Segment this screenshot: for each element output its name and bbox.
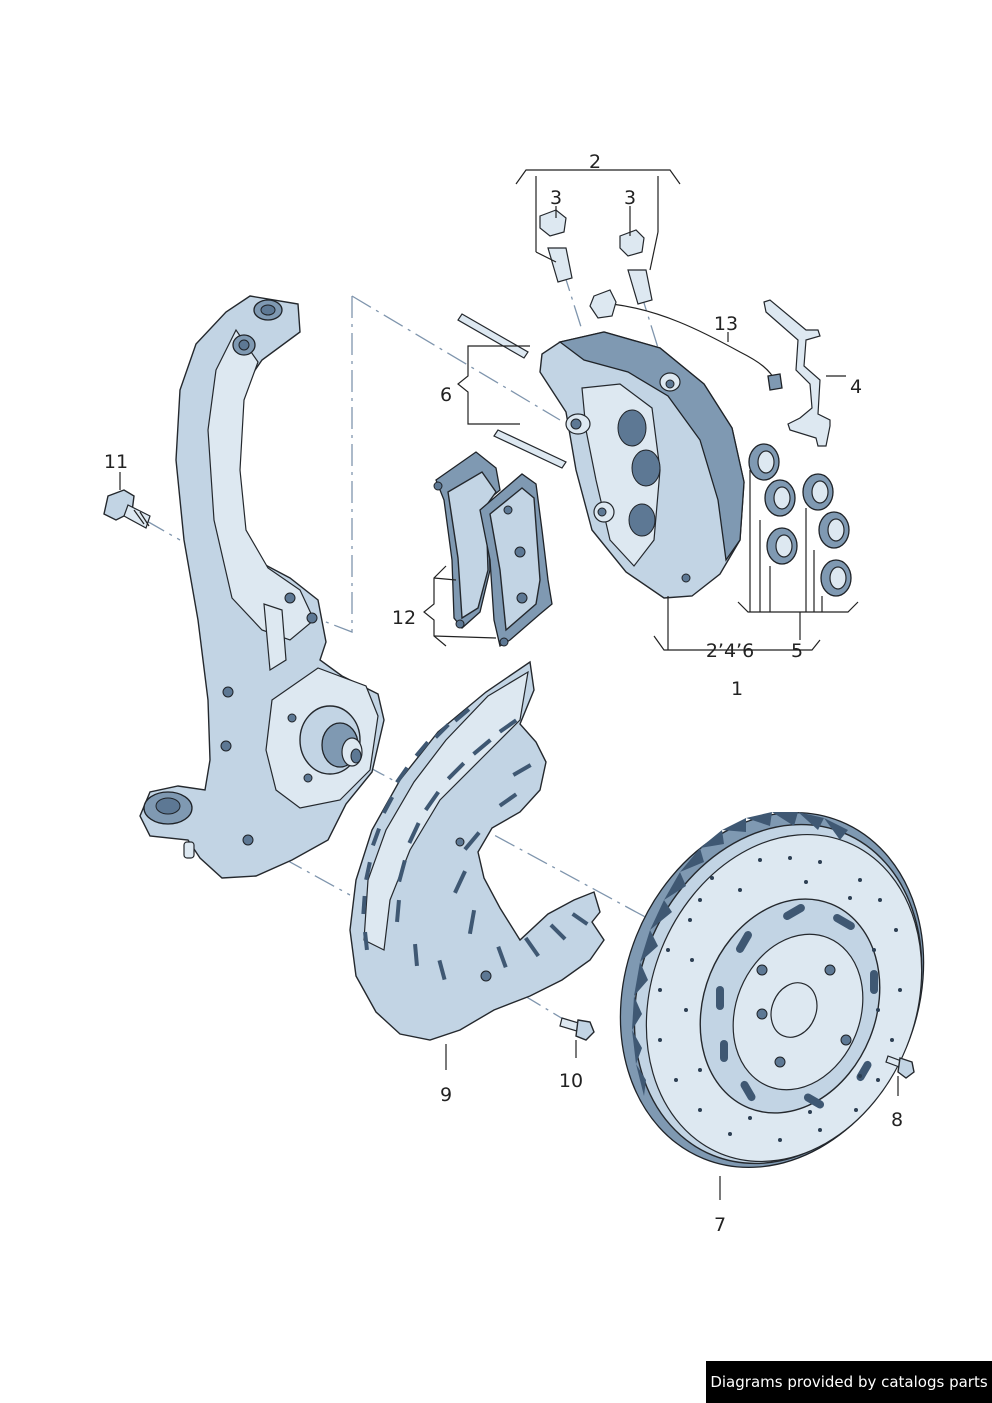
bleed-screws <box>539 209 653 305</box>
callout-6: 6 <box>440 384 452 406</box>
callout-7: 7 <box>714 1214 726 1236</box>
piston-seals <box>748 443 852 597</box>
steering-knuckle <box>139 295 385 879</box>
callout-1: 1 <box>731 678 743 700</box>
callout-11: 11 <box>104 451 128 473</box>
bolt-10 <box>559 1017 595 1041</box>
callout-5: 5 <box>791 640 803 662</box>
splash-shield <box>349 660 605 1041</box>
callout-8: 8 <box>891 1109 903 1131</box>
callout-13: 13 <box>714 313 738 335</box>
callout-9: 9 <box>440 1084 452 1106</box>
bolt-8 <box>885 1055 915 1079</box>
callout-2: 2 <box>589 151 601 173</box>
callout-2-4-6: 2’4’6 <box>706 640 754 662</box>
brake-pads <box>433 451 553 648</box>
callout-3-left: 3 <box>550 187 562 209</box>
callout-10: 10 <box>559 1070 583 1092</box>
callout-12: 12 <box>392 607 416 629</box>
watermark-banner: Diagrams provided by catalogs parts <box>706 1361 992 1403</box>
guide-pins <box>457 313 567 469</box>
brake-disc <box>619 811 925 1169</box>
wear-sensor <box>589 289 783 391</box>
brake-caliper <box>539 331 745 599</box>
spring-clip <box>763 299 831 447</box>
bolt-11 <box>103 489 151 529</box>
callout-labels: 2 3 3 13 4 6 11 12 2’4’6 5 1 10 9 8 7 <box>104 151 903 1236</box>
callout-3-right: 3 <box>624 187 636 209</box>
callout-4: 4 <box>850 376 862 398</box>
leader-lines <box>119 169 899 1200</box>
watermark-text: Diagrams provided by catalogs parts <box>710 1373 988 1391</box>
